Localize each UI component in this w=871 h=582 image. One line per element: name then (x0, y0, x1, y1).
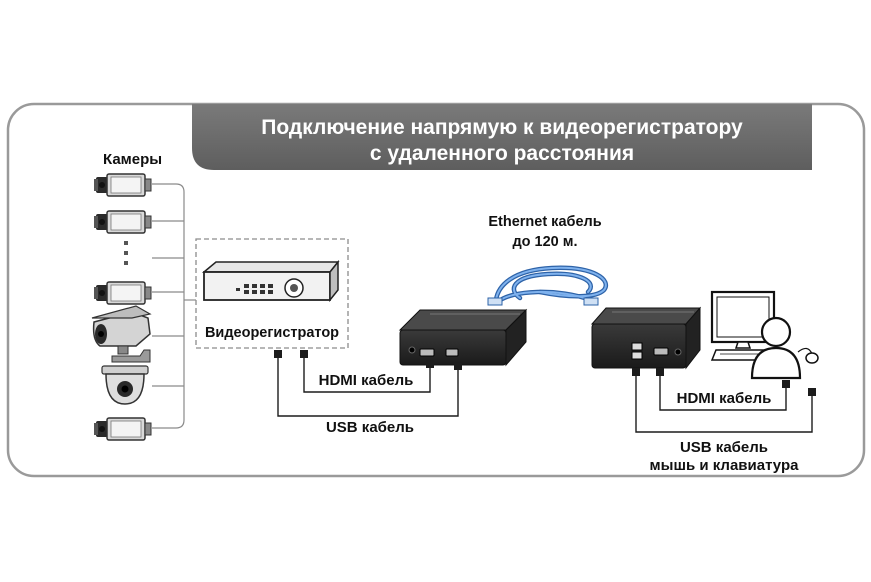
user-icon (750, 316, 802, 380)
ellipsis-dots (124, 241, 128, 265)
camera-icon-3 (93, 281, 152, 305)
cameras-label: Камеры (103, 151, 162, 168)
camera-icon-2 (93, 210, 152, 234)
right-connectors (632, 368, 816, 396)
bullet-camera-icon (91, 305, 152, 363)
usb-cable-label-left: USB кабель (326, 419, 414, 436)
dvr-label: Видеорегистратор (205, 325, 339, 341)
hdmi-cable-label-left: HDMI кабель (319, 372, 414, 389)
right-cables (635, 374, 813, 433)
dvr-icon (201, 259, 340, 303)
ethernet-label-line2: до 120 м. (512, 234, 577, 250)
left-cables (277, 356, 459, 417)
hdmi-cable-label-right: HDMI кабель (677, 390, 772, 407)
title-banner (192, 104, 812, 170)
hdmi-transmitter-icon (398, 308, 528, 367)
usb-cable-label-right-line2: мышь и клавиатура (650, 457, 800, 474)
title-line1: Подключение напрямую к видеорегистратору (261, 116, 743, 139)
mouse-icon (797, 347, 819, 364)
usb-cable-label-right-line1: USB кабель (680, 439, 768, 456)
camera-icon-1 (93, 173, 152, 197)
ethernet-cable-icon (487, 265, 608, 306)
left-connectors (274, 350, 462, 370)
ethernet-label-line1: Ethernet кабель (488, 214, 601, 230)
hdmi-receiver-icon (590, 306, 702, 370)
camera-icon-4 (93, 417, 152, 441)
dvr-box (195, 238, 349, 349)
camera-wires (152, 183, 196, 429)
dome-camera-icon (101, 365, 149, 405)
title-line2: с удаленного расстояния (370, 142, 634, 165)
